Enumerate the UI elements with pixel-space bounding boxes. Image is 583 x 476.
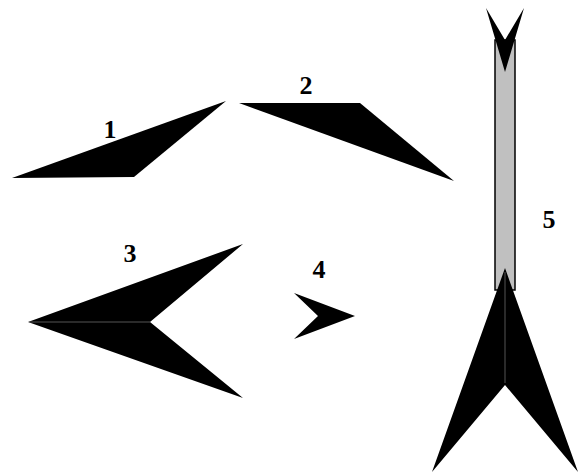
callout-number: 5: [543, 207, 556, 233]
callout-number: 2: [300, 73, 313, 99]
shape-one: [12, 101, 226, 178]
callout-number: 3: [124, 241, 137, 267]
callout-number: 1: [104, 117, 117, 143]
shaft: [495, 40, 515, 290]
shape-three: [28, 244, 243, 398]
shape-three-seam: [30, 322, 150, 323]
shape-two: [239, 103, 454, 181]
callout-number: 4: [313, 257, 326, 283]
top-fletching: [486, 8, 524, 72]
arrowhead-seam: [505, 272, 506, 383]
shape-four: [294, 293, 355, 339]
bottom-arrowhead: [432, 268, 578, 472]
